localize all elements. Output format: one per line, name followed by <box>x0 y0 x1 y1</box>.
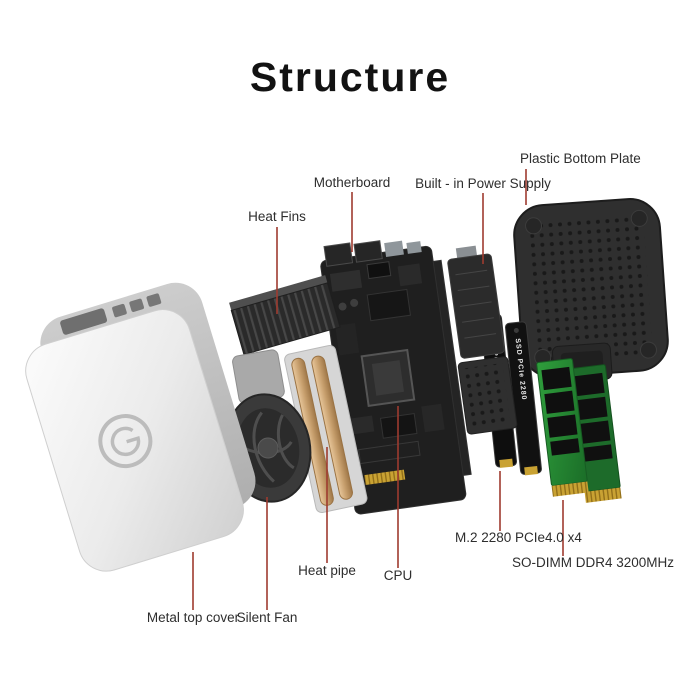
screw-boss <box>639 341 657 359</box>
bracket-vents <box>464 363 511 428</box>
label-heat-fins: Heat Fins <box>248 209 306 224</box>
component-labels: Plastic Bottom Plate Built - in Power Su… <box>147 151 674 625</box>
label-m2-ssd: M.2 2280 PCIe4.0 x4 <box>455 530 582 545</box>
label-so-dimm: SO-DIMM DDR4 3200MHz <box>512 555 674 570</box>
ram-gold-pins <box>584 487 622 503</box>
fin-top-face <box>229 275 328 313</box>
heat-pipe-tube <box>311 355 353 500</box>
ethernet-port <box>323 242 354 267</box>
fan-hub <box>257 437 279 459</box>
label-silent-fan: Silent Fan <box>237 610 298 625</box>
cpu-chip <box>360 348 416 408</box>
ethernet-port <box>353 240 383 263</box>
so-dimm-memory <box>536 358 622 503</box>
label-plastic-bottom-plate: Plastic Bottom Plate <box>520 151 641 166</box>
ram-gold-pins <box>551 481 589 497</box>
cover-cutout <box>60 308 108 335</box>
brand-logo <box>98 414 153 469</box>
motherboard <box>320 240 472 515</box>
label-cpu: CPU <box>384 568 413 583</box>
screw-boss <box>630 209 648 227</box>
vent-hole-grid <box>530 215 652 361</box>
screw-boss <box>525 217 543 235</box>
label-heat-pipe: Heat pipe <box>298 563 356 578</box>
heat-pipe-assembly <box>284 345 368 514</box>
ram-module <box>536 358 589 497</box>
metal-top-cover <box>25 282 256 572</box>
usb-port <box>384 240 404 257</box>
usb-port <box>406 241 422 254</box>
cover-cutout <box>129 298 144 313</box>
leader-lines <box>192 169 564 610</box>
power-supply <box>447 245 518 435</box>
ssd-screw-hole <box>513 327 519 333</box>
fin-stack <box>230 282 341 356</box>
label-power-supply: Built - in Power Supply <box>415 176 551 191</box>
plastic-bottom-plate <box>513 198 669 383</box>
page-title: Structure <box>249 54 451 100</box>
psu-body <box>447 253 505 359</box>
heat-fins <box>229 275 341 356</box>
label-motherboard: Motherboard <box>314 175 391 190</box>
cover-cutout <box>146 293 162 307</box>
cover-cutout <box>112 303 127 318</box>
ssd-stick: SSD PCIe 2280 <box>504 321 542 476</box>
edge-connector <box>364 469 406 486</box>
label-metal-top-cover: Metal top cover <box>147 610 240 625</box>
ssd-connector <box>499 458 514 468</box>
ssd-connector <box>524 466 538 476</box>
